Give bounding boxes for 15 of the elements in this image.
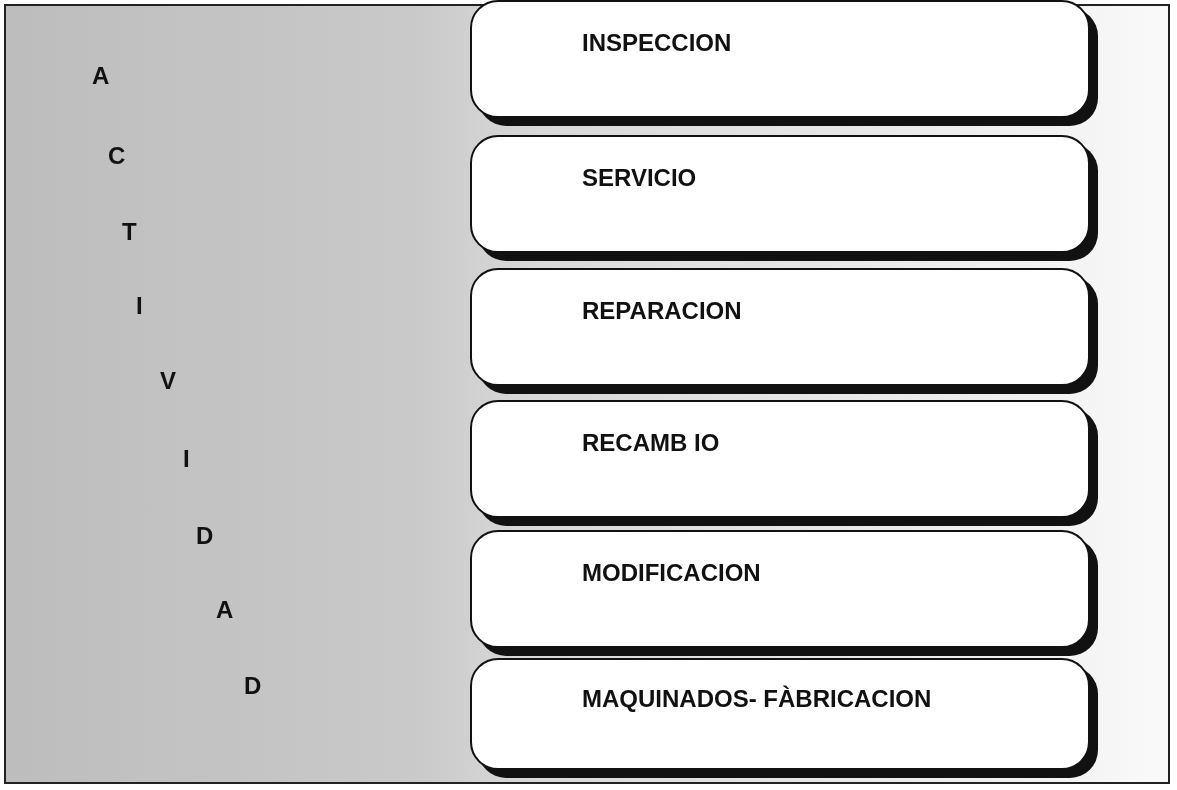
vertical-letter: A bbox=[216, 596, 234, 624]
box-label: RECAMB IO bbox=[582, 429, 720, 458]
vertical-letter: V bbox=[160, 367, 176, 395]
vertical-letter: A bbox=[92, 62, 110, 90]
vertical-letter: I bbox=[183, 445, 190, 473]
box-label: MAQUINADOS- FÀBRICACION bbox=[582, 684, 932, 713]
vertical-letter: D bbox=[196, 522, 214, 550]
box-label: REPARACION bbox=[582, 297, 742, 326]
box-label: MODIFICACION bbox=[582, 559, 761, 588]
box-label: SERVICIO bbox=[582, 164, 697, 193]
vertical-letter: I bbox=[136, 292, 143, 320]
vertical-letter: C bbox=[108, 142, 126, 170]
box-label: INSPECCION bbox=[582, 29, 732, 58]
vertical-letter: T bbox=[122, 218, 137, 246]
vertical-letter: D bbox=[244, 672, 262, 700]
